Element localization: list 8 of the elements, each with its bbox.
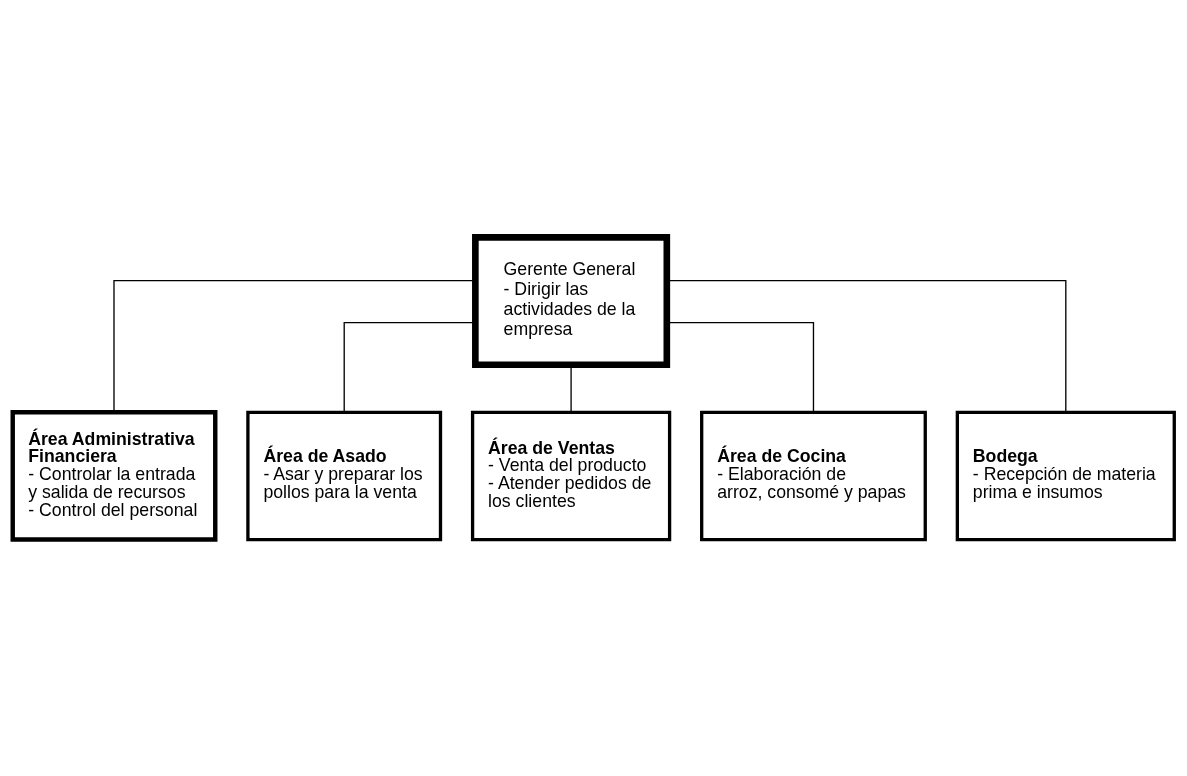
node-box: Gerente General - Dirigir las actividades de la empresa	[472, 233, 671, 368]
node-box: Área de Ventas - Venta del producto - Atender pedidos de los clientes	[470, 410, 672, 541]
node-box: Área de Asado - Asar y preparar los pollos para la venta	[246, 410, 443, 541]
connector	[113, 279, 476, 413]
node-box: Área de Cocina - Elaboración de arroz, consomé y papas	[700, 410, 927, 541]
node-box: Área Administrativa Financiera - Controlar la entrada y salida de recursos - Control del personal	[10, 409, 218, 542]
connector	[343, 321, 476, 413]
node-box: Bodega - Recepción de materia prima e insumos	[955, 410, 1176, 541]
